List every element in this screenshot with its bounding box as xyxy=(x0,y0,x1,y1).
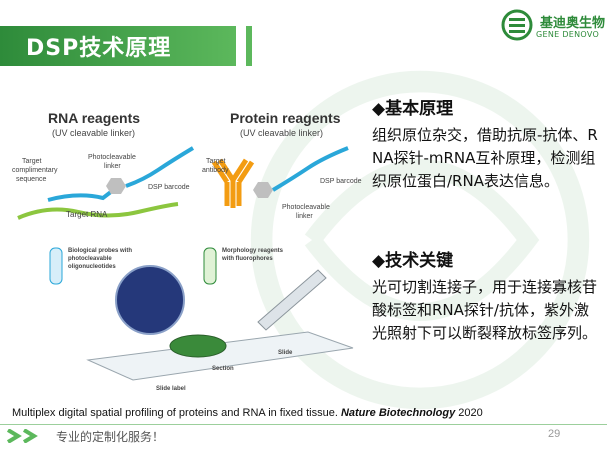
target-rna-strand xyxy=(17,202,179,220)
protein-photocleavable-linker xyxy=(253,182,273,198)
probe-tube-blue xyxy=(49,247,63,285)
section-title: ◆技术关键 xyxy=(372,251,454,271)
double-chevron-icon xyxy=(6,429,38,443)
rna-probe-strand xyxy=(47,186,118,202)
label-morphology-1: Morphology reagents xyxy=(222,248,284,254)
label-photo-protein-2: linker xyxy=(296,213,313,220)
watermark-logo-icon xyxy=(250,70,590,410)
citation-journal: Nature Biotechnology xyxy=(340,407,456,419)
section-body: 组织原位杂交，借助抗原-抗体、RNA探针-mRNA互补原理，检测组织原位蛋白/R… xyxy=(372,126,598,190)
label-dsp-barcode-protein: DSP barcode xyxy=(320,178,362,185)
label-section: Section xyxy=(212,366,234,372)
citation-text: Multiplex digital spatial profiling of p… xyxy=(12,407,341,419)
probe-tube-green xyxy=(203,247,217,285)
label-slide-label: Slide label xyxy=(156,386,186,392)
antibody-icon xyxy=(211,158,255,208)
label-slide: Slide xyxy=(278,350,293,356)
citation: Multiplex digital spatial profiling of p… xyxy=(12,407,483,419)
title-stripe xyxy=(246,26,252,66)
label-photo-rna-2: linker xyxy=(104,163,121,170)
protein-barcode-strand xyxy=(271,146,349,192)
label-target-seq-2: complimentary xyxy=(12,167,58,174)
section-basic-principle: ◆基本原理 组织原位杂交，借助抗原-抗体、RNA探针-mRNA互补原理，检测组织… xyxy=(372,98,600,193)
company-logo-icon xyxy=(501,9,533,41)
tissue-drop xyxy=(115,265,185,335)
label-target-seq-1: Target xyxy=(22,158,42,165)
label-photo-protein-1: Photocleavable xyxy=(282,204,330,211)
dsp-figure: RNA reagents (UV cleavable linker) Prote… xyxy=(8,100,363,400)
label-bio-probes-2: photocleavable xyxy=(68,256,112,262)
section-title: ◆基本原理 xyxy=(372,99,454,119)
pipette-icon xyxy=(257,269,327,331)
citation-year: 2020 xyxy=(455,407,483,419)
label-morphology-2: with fluorophores xyxy=(222,256,273,262)
label-target-seq-3: sequence xyxy=(16,176,47,183)
label-dsp-barcode-rna: DSP barcode xyxy=(148,184,190,191)
protein-reagents-subtitle: (UV cleavable linker) xyxy=(240,128,324,138)
section-key-technology: ◆技术关键 光可切割连接子，用于连接寡核苷酸标签和RNA探针/抗体，紫外激光照射… xyxy=(372,250,600,345)
page-number: 29 xyxy=(548,428,561,440)
footer-divider xyxy=(0,424,607,425)
protein-reagents-title: Protein reagents xyxy=(230,110,341,126)
label-target-antibody-2: antibody xyxy=(202,167,229,174)
label-target-rna: Target RNA xyxy=(66,210,108,219)
footer-slogan: 专业的定制化服务！ xyxy=(56,430,165,444)
logo-text-en: GENE DENOVO xyxy=(536,30,600,39)
dsp-diagram xyxy=(17,146,354,381)
slide-glass xyxy=(86,331,354,381)
label-photo-rna-1: Photocleavable xyxy=(88,154,136,161)
rna-photocleavable-linker xyxy=(106,178,126,194)
logo-text-cn: 基迪奥生物 xyxy=(540,16,606,31)
page-title: DSP技术原理 xyxy=(26,36,172,61)
rna-reagents-title: RNA reagents xyxy=(48,110,141,126)
rna-reagents-subtitle: (UV cleavable linker) xyxy=(52,128,136,138)
rna-barcode-strand xyxy=(125,146,195,188)
section-body: 光可切割连接子，用于连接寡核苷酸标签和RNA探针/抗体，紫外激光照射下可以断裂释… xyxy=(372,278,598,342)
label-bio-probes-1: Biological probes with xyxy=(68,248,133,254)
label-bio-probes-3: oligonucleotides xyxy=(68,264,116,270)
label-target-antibody-1: Target xyxy=(206,158,226,165)
title-bar xyxy=(0,26,236,66)
tissue-section xyxy=(169,334,227,358)
